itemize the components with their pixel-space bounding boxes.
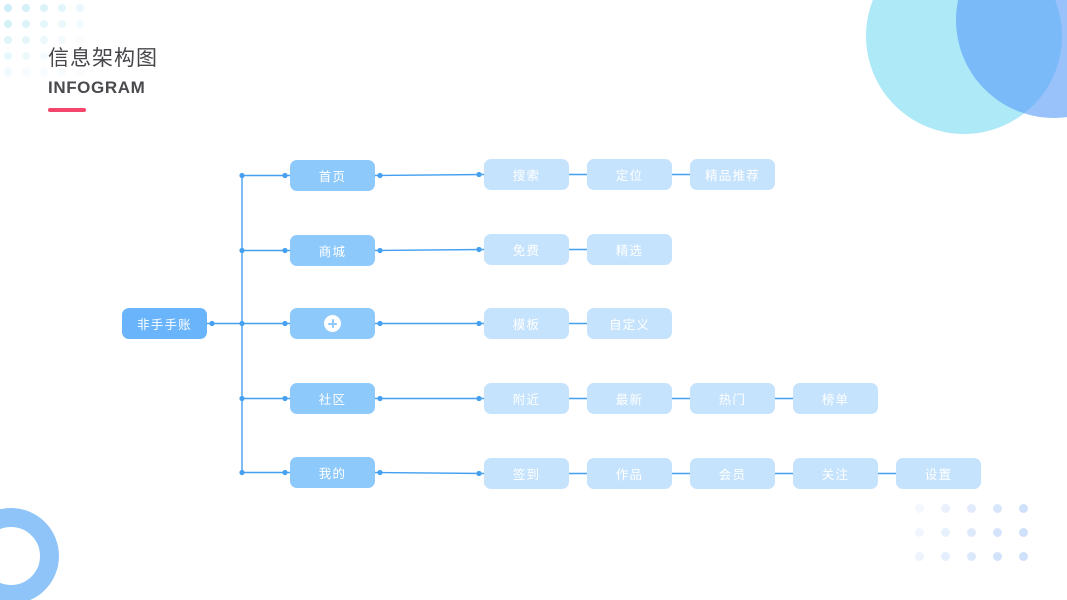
connector-junction-dot: [476, 470, 482, 477]
node-level3-2-2[interactable]: 精选: [587, 234, 672, 265]
node-level3-5-3[interactable]: 会员: [690, 458, 775, 489]
node-level3-4-3-label: 热门: [718, 392, 747, 407]
node-level3-1-3[interactable]: 精品推荐: [690, 159, 775, 190]
node-level3-4-2-label: 最新: [615, 392, 644, 407]
node-level3-4-1-label: 附近: [512, 392, 541, 407]
node-level3-4-1[interactable]: 附近: [484, 383, 569, 414]
connector-junction-dot: [239, 395, 245, 402]
connector-junction-dot: [282, 395, 288, 402]
connector-junction-dot: [239, 247, 245, 254]
node-level2-5-label: 我的: [318, 466, 347, 481]
title-accent-rule: [48, 108, 86, 112]
node-level3-3-1-label: 模板: [512, 317, 541, 332]
connector-junction-dot: [377, 247, 383, 254]
node-level2-5[interactable]: 我的: [290, 457, 375, 488]
plus-icon: [324, 315, 341, 332]
connector-junction-dot: [209, 320, 215, 327]
node-level3-5-5-label: 设置: [924, 467, 953, 482]
connector-junction-dot: [239, 469, 245, 476]
connector-junction-dot: [377, 469, 383, 476]
node-level3-5-4-label: 关注: [821, 467, 850, 482]
node-root[interactable]: 非手手账: [122, 308, 207, 339]
node-level3-4-2[interactable]: 最新: [587, 383, 672, 414]
connector-junction-dot: [377, 395, 383, 402]
child-link-1-0: [374, 173, 485, 177]
node-level3-5-2-label: 作品: [615, 467, 644, 482]
node-level3-1-3-label: 精品推荐: [705, 168, 760, 183]
connector-junction-dot: [282, 469, 288, 476]
node-level3-5-4[interactable]: 关注: [793, 458, 878, 489]
node-level2-3[interactable]: [290, 308, 375, 339]
node-level3-2-2-label: 精选: [615, 243, 644, 258]
page-heading: 信息架构图 INFOGRAM: [48, 44, 158, 112]
node-level3-3-2-label: 自定义: [608, 317, 651, 332]
connector-junction-dot: [239, 320, 245, 327]
connector-junction-dot: [476, 320, 482, 327]
node-level2-4-label: 社区: [318, 392, 347, 407]
node-level3-1-2[interactable]: 定位: [587, 159, 672, 190]
connector-junction-dot: [282, 320, 288, 327]
child-link-2-0: [374, 248, 485, 252]
node-level2-1-label: 首页: [318, 169, 347, 184]
node-level3-3-2[interactable]: 自定义: [587, 308, 672, 339]
node-level2-2[interactable]: 商城: [290, 235, 375, 266]
node-level3-3-1[interactable]: 模板: [484, 308, 569, 339]
node-level3-5-1[interactable]: 签到: [484, 458, 569, 489]
node-level2-2-label: 商城: [318, 244, 347, 259]
node-level3-2-1[interactable]: 免费: [484, 234, 569, 265]
node-level3-1-1[interactable]: 搜索: [484, 159, 569, 190]
node-level2-4[interactable]: 社区: [290, 383, 375, 414]
page-subtitle: INFOGRAM: [48, 78, 146, 97]
node-level3-2-1-label: 免费: [512, 243, 541, 258]
node-level3-1-1-label: 搜索: [512, 168, 541, 183]
node-level3-1-2-label: 定位: [615, 168, 644, 183]
node-level3-4-4-label: 榜单: [821, 392, 850, 407]
connector-junction-dot: [282, 172, 288, 179]
node-level3-5-2[interactable]: 作品: [587, 458, 672, 489]
connector-junction-dot: [476, 246, 482, 253]
node-level3-5-5[interactable]: 设置: [896, 458, 981, 489]
connector-junction-dot: [377, 172, 383, 179]
page-title: 信息架构图: [48, 46, 158, 70]
child-link-5-0: [374, 471, 485, 475]
node-level3-4-4[interactable]: 榜单: [793, 383, 878, 414]
connector-junction-dot: [377, 320, 383, 327]
connector-junction-dot: [282, 247, 288, 254]
node-level3-5-3-label: 会员: [718, 467, 747, 482]
connector-junction-dot: [476, 395, 482, 402]
node-level3-5-1-label: 签到: [512, 467, 541, 482]
connector-junction-dot: [239, 172, 245, 179]
node-level2-1[interactable]: 首页: [290, 160, 375, 191]
node-root-label: 非手手账: [137, 317, 192, 332]
node-level3-4-3[interactable]: 热门: [690, 383, 775, 414]
connector-junction-dot: [476, 171, 482, 178]
